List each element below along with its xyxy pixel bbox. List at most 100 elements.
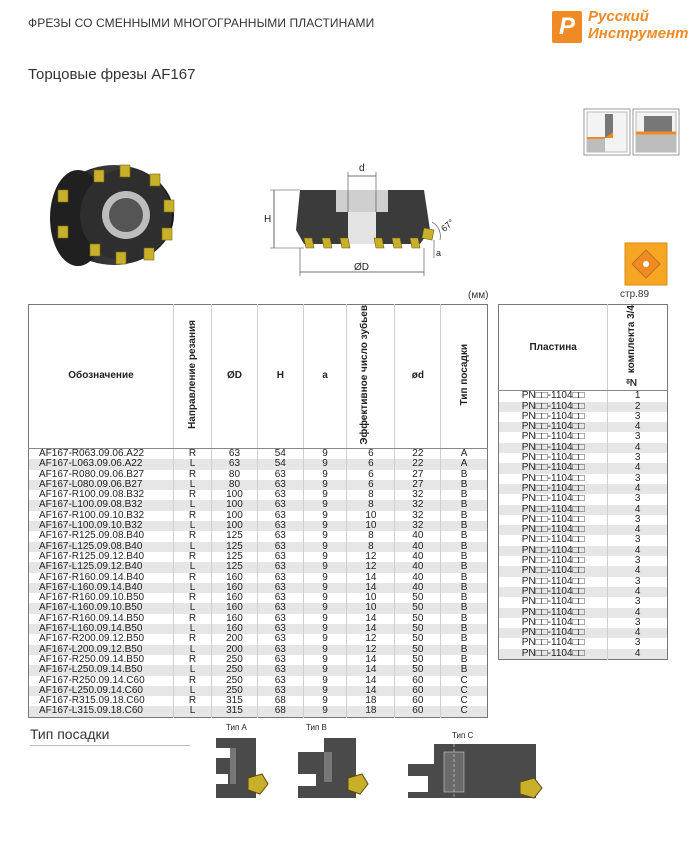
cell-D: 250 — [211, 664, 258, 676]
cell-code: AF167-R160.09.14.B40 — [28, 572, 174, 583]
cell-a: 9 — [303, 603, 348, 614]
cell-m: A — [460, 447, 468, 459]
dim-H: H — [264, 214, 271, 225]
cell-ins: PN□□-1104□□ — [498, 566, 609, 577]
cell-z: 14 — [346, 613, 396, 625]
cell-dir: L — [173, 479, 212, 491]
cell-d: 50 — [394, 644, 442, 655]
cell-ins: PN□□-1104□□ — [498, 463, 609, 474]
cell-H: 63 — [257, 592, 304, 604]
cell-ins: PN□□-1104□□ — [498, 627, 609, 639]
cell-a: 9 — [303, 685, 348, 697]
cell-H: 63 — [257, 500, 304, 511]
col-a: a — [303, 304, 348, 449]
cell-dir: L — [173, 706, 212, 718]
cell-set: 3 — [634, 493, 641, 505]
cell-set: 2 — [607, 401, 668, 412]
cell-set: 3 — [634, 452, 641, 464]
dim-a: a — [436, 248, 441, 258]
cell-D: 125 — [211, 551, 258, 563]
cell-D: 100 — [211, 489, 258, 501]
cell-code: AF167-L160.09.14.B50 — [28, 623, 174, 635]
cell-set: 3 — [634, 555, 641, 567]
cell-a: 9 — [303, 510, 348, 522]
insert-row: PN□□-1104□□4 — [498, 524, 668, 536]
cell-D: 250 — [211, 654, 258, 666]
cell-d: 32 — [394, 489, 442, 501]
cell-code: AF167-R080.09.06.B27 — [28, 469, 174, 480]
cell-code: AF167-L250.09.14.C60 — [28, 685, 174, 697]
cell-dir: R — [173, 551, 212, 563]
cell-a: 9 — [303, 541, 348, 552]
cell-z: 14 — [346, 675, 396, 686]
cell-d: 40 — [394, 582, 442, 594]
cell-H: 63 — [257, 489, 304, 501]
cell-dir: R — [173, 531, 212, 542]
mount-type-b-drawing — [298, 738, 369, 798]
cell-code: AF167-L315.09.18.C60 — [28, 706, 174, 718]
cell-z: 10 — [346, 592, 396, 604]
cell-a: 9 — [303, 458, 348, 470]
dim-angle: 67° — [439, 217, 456, 234]
cell-code: AF167-L100.09.10.B32 — [28, 520, 174, 532]
cell-ins: PN□□-1104□□ — [498, 473, 609, 484]
cell-dir: L — [173, 582, 212, 594]
cell-a: 9 — [303, 561, 348, 573]
insert-row: PN□□-1104□□1 — [498, 390, 668, 402]
cell-H: 63 — [257, 664, 304, 676]
cell-dir: R — [173, 469, 212, 480]
cell-a: 9 — [303, 695, 348, 707]
cell-H: 63 — [257, 572, 304, 583]
cell-z: 8 — [346, 541, 396, 552]
cell-z: 10 — [346, 520, 396, 532]
logo-mark-icon: Р — [552, 11, 582, 43]
cell-D: 160 — [211, 582, 258, 594]
cell-set: 1 — [634, 390, 641, 402]
cell-z: 6 — [346, 479, 396, 491]
cell-H: 63 — [257, 685, 304, 697]
face-milling-icon — [632, 108, 680, 156]
cell-code: AF167-R160.09.10.B50 — [28, 592, 174, 604]
cell-code: AF167-L160.09.10.B50 — [28, 603, 174, 614]
cell-a: 9 — [303, 613, 348, 625]
cell-dir: R — [173, 592, 212, 604]
dim-D: ØD — [354, 262, 369, 273]
insert-row: PN□□-1104□□2 — [498, 401, 668, 412]
cell-set: 4 — [607, 442, 668, 454]
cell-z: 10 — [346, 603, 396, 614]
cell-dir: R — [173, 448, 212, 460]
cell-D: 315 — [211, 706, 258, 718]
cell-z: 8 — [346, 531, 396, 542]
logo-text: Русский Инструмент — [588, 8, 688, 42]
cell-code: AF167-R315.09.18.C60 — [28, 695, 174, 707]
cell-ins: PN□□-1104□□ — [498, 452, 609, 464]
cell-H: 63 — [257, 644, 304, 655]
col-code: Обозначение — [28, 304, 174, 449]
insert-row: PN□□-1104□□3 — [498, 638, 668, 649]
cell-H: 63 — [257, 634, 304, 645]
cell-z: 8 — [346, 500, 396, 511]
cell-d: 40 — [394, 572, 442, 583]
cell-dir: R — [173, 675, 212, 686]
cell-a: 9 — [303, 592, 348, 604]
cell-code: AF167-R160.09.14.B50 — [28, 613, 174, 625]
cell-D: 100 — [211, 500, 258, 511]
cell-code: AF167-R125.09.08.B40 — [28, 531, 174, 542]
cell-m: A — [440, 458, 488, 470]
cell-set: 3 — [634, 472, 641, 484]
cell-ins: PN□□-1104□□ — [498, 607, 609, 618]
cell-set: 3 — [634, 513, 641, 525]
cell-set: 3 — [634, 596, 641, 608]
cell-a: 9 — [303, 582, 348, 594]
cell-d: 27 — [394, 479, 442, 491]
page-title: Торцовые фрезы AF167 — [28, 66, 196, 83]
logo-line-2: Инструмент — [588, 25, 689, 42]
col-direction: Направление резания — [173, 304, 212, 449]
cell-m: B — [440, 500, 488, 511]
cell-z: 12 — [346, 561, 396, 573]
